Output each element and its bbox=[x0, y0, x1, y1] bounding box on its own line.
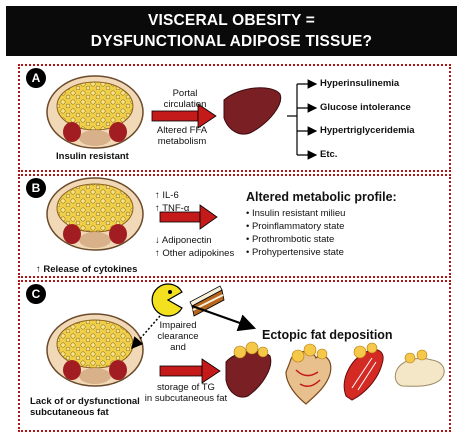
outcome-hyperinsulinemia: Hyperinsulinemia bbox=[320, 78, 400, 89]
arrow-cytokines bbox=[159, 204, 218, 230]
ectopic-arrow bbox=[191, 304, 257, 332]
abdomen-b-icon bbox=[46, 177, 144, 251]
ffa-label-2: metabolism bbox=[157, 136, 207, 147]
storage-tg-label: storage of TG in subcutaneous fat bbox=[144, 382, 228, 404]
subcutaneous-caption: Lack of or dysfunctional subcutaneous fa… bbox=[30, 396, 140, 418]
liver-c-icon bbox=[225, 341, 272, 398]
panel-c-label: C bbox=[26, 284, 46, 304]
pacman-icon bbox=[151, 283, 183, 317]
panel-a-label: A bbox=[26, 68, 46, 88]
ectopic-fat-label: Ectopic fat deposition bbox=[262, 328, 393, 342]
profile-item: • Insulin resistant milieu bbox=[246, 208, 346, 219]
factor-tnf: ↑ TNF-α bbox=[155, 203, 190, 214]
metabolic-profile-list: • Insulin resistant milieu • Proinflamma… bbox=[246, 207, 345, 259]
title-line-1: VISCERAL OBESITY = bbox=[147, 12, 316, 29]
insulin-resistant-caption: Insulin resistant bbox=[56, 151, 129, 162]
profile-item: • Proinflammatory state bbox=[246, 221, 345, 232]
pancreas-icon bbox=[394, 349, 445, 387]
panel-c bbox=[18, 280, 451, 432]
metabolic-profile-title: Altered metabolic profile: bbox=[246, 190, 397, 204]
profile-item: • Prohypertensive state bbox=[246, 247, 344, 258]
diagram-title: VISCERAL OBESITY = DYSFUNCTIONAL ADIPOSE… bbox=[6, 6, 457, 56]
portal-circulation-label: Portal circulation bbox=[163, 88, 207, 110]
arrow-portal bbox=[151, 103, 217, 129]
panel-b-label: B bbox=[26, 178, 46, 198]
outcome-hypertriglyceridemia: Hypertriglyceridemia bbox=[320, 125, 415, 136]
arrow-storage bbox=[159, 358, 221, 384]
panel-a bbox=[18, 64, 451, 172]
ffa-label-1: Altered FFA bbox=[156, 125, 208, 136]
liver-a-icon bbox=[223, 87, 282, 135]
abdomen-a-icon bbox=[46, 75, 144, 149]
abdomen-c-icon bbox=[46, 313, 144, 387]
factor-other-adipokines: ↑ Other adipokines bbox=[155, 248, 235, 259]
factor-adiponectin: ↓ Adiponectin bbox=[155, 235, 212, 246]
factor-il6: ↑ IL-6 bbox=[155, 190, 179, 201]
cytokines-caption: ↑ Release of cytokines bbox=[36, 264, 138, 275]
heart-icon bbox=[285, 343, 332, 405]
muscle-icon bbox=[343, 342, 384, 401]
title-line-2: DYSFUNCTIONAL ADIPOSE TISSUE? bbox=[90, 33, 373, 50]
outcome-glucose-intolerance: Glucose intolerance bbox=[320, 102, 411, 113]
profile-item: • Prothrombotic state bbox=[246, 234, 335, 245]
dotted-arrow bbox=[131, 315, 161, 350]
outcome-etc: Etc. bbox=[320, 149, 338, 160]
outcome-bracket bbox=[287, 79, 318, 160]
impaired-clearance-label: Impaired clearance and bbox=[157, 320, 199, 353]
panel-b bbox=[18, 174, 451, 278]
